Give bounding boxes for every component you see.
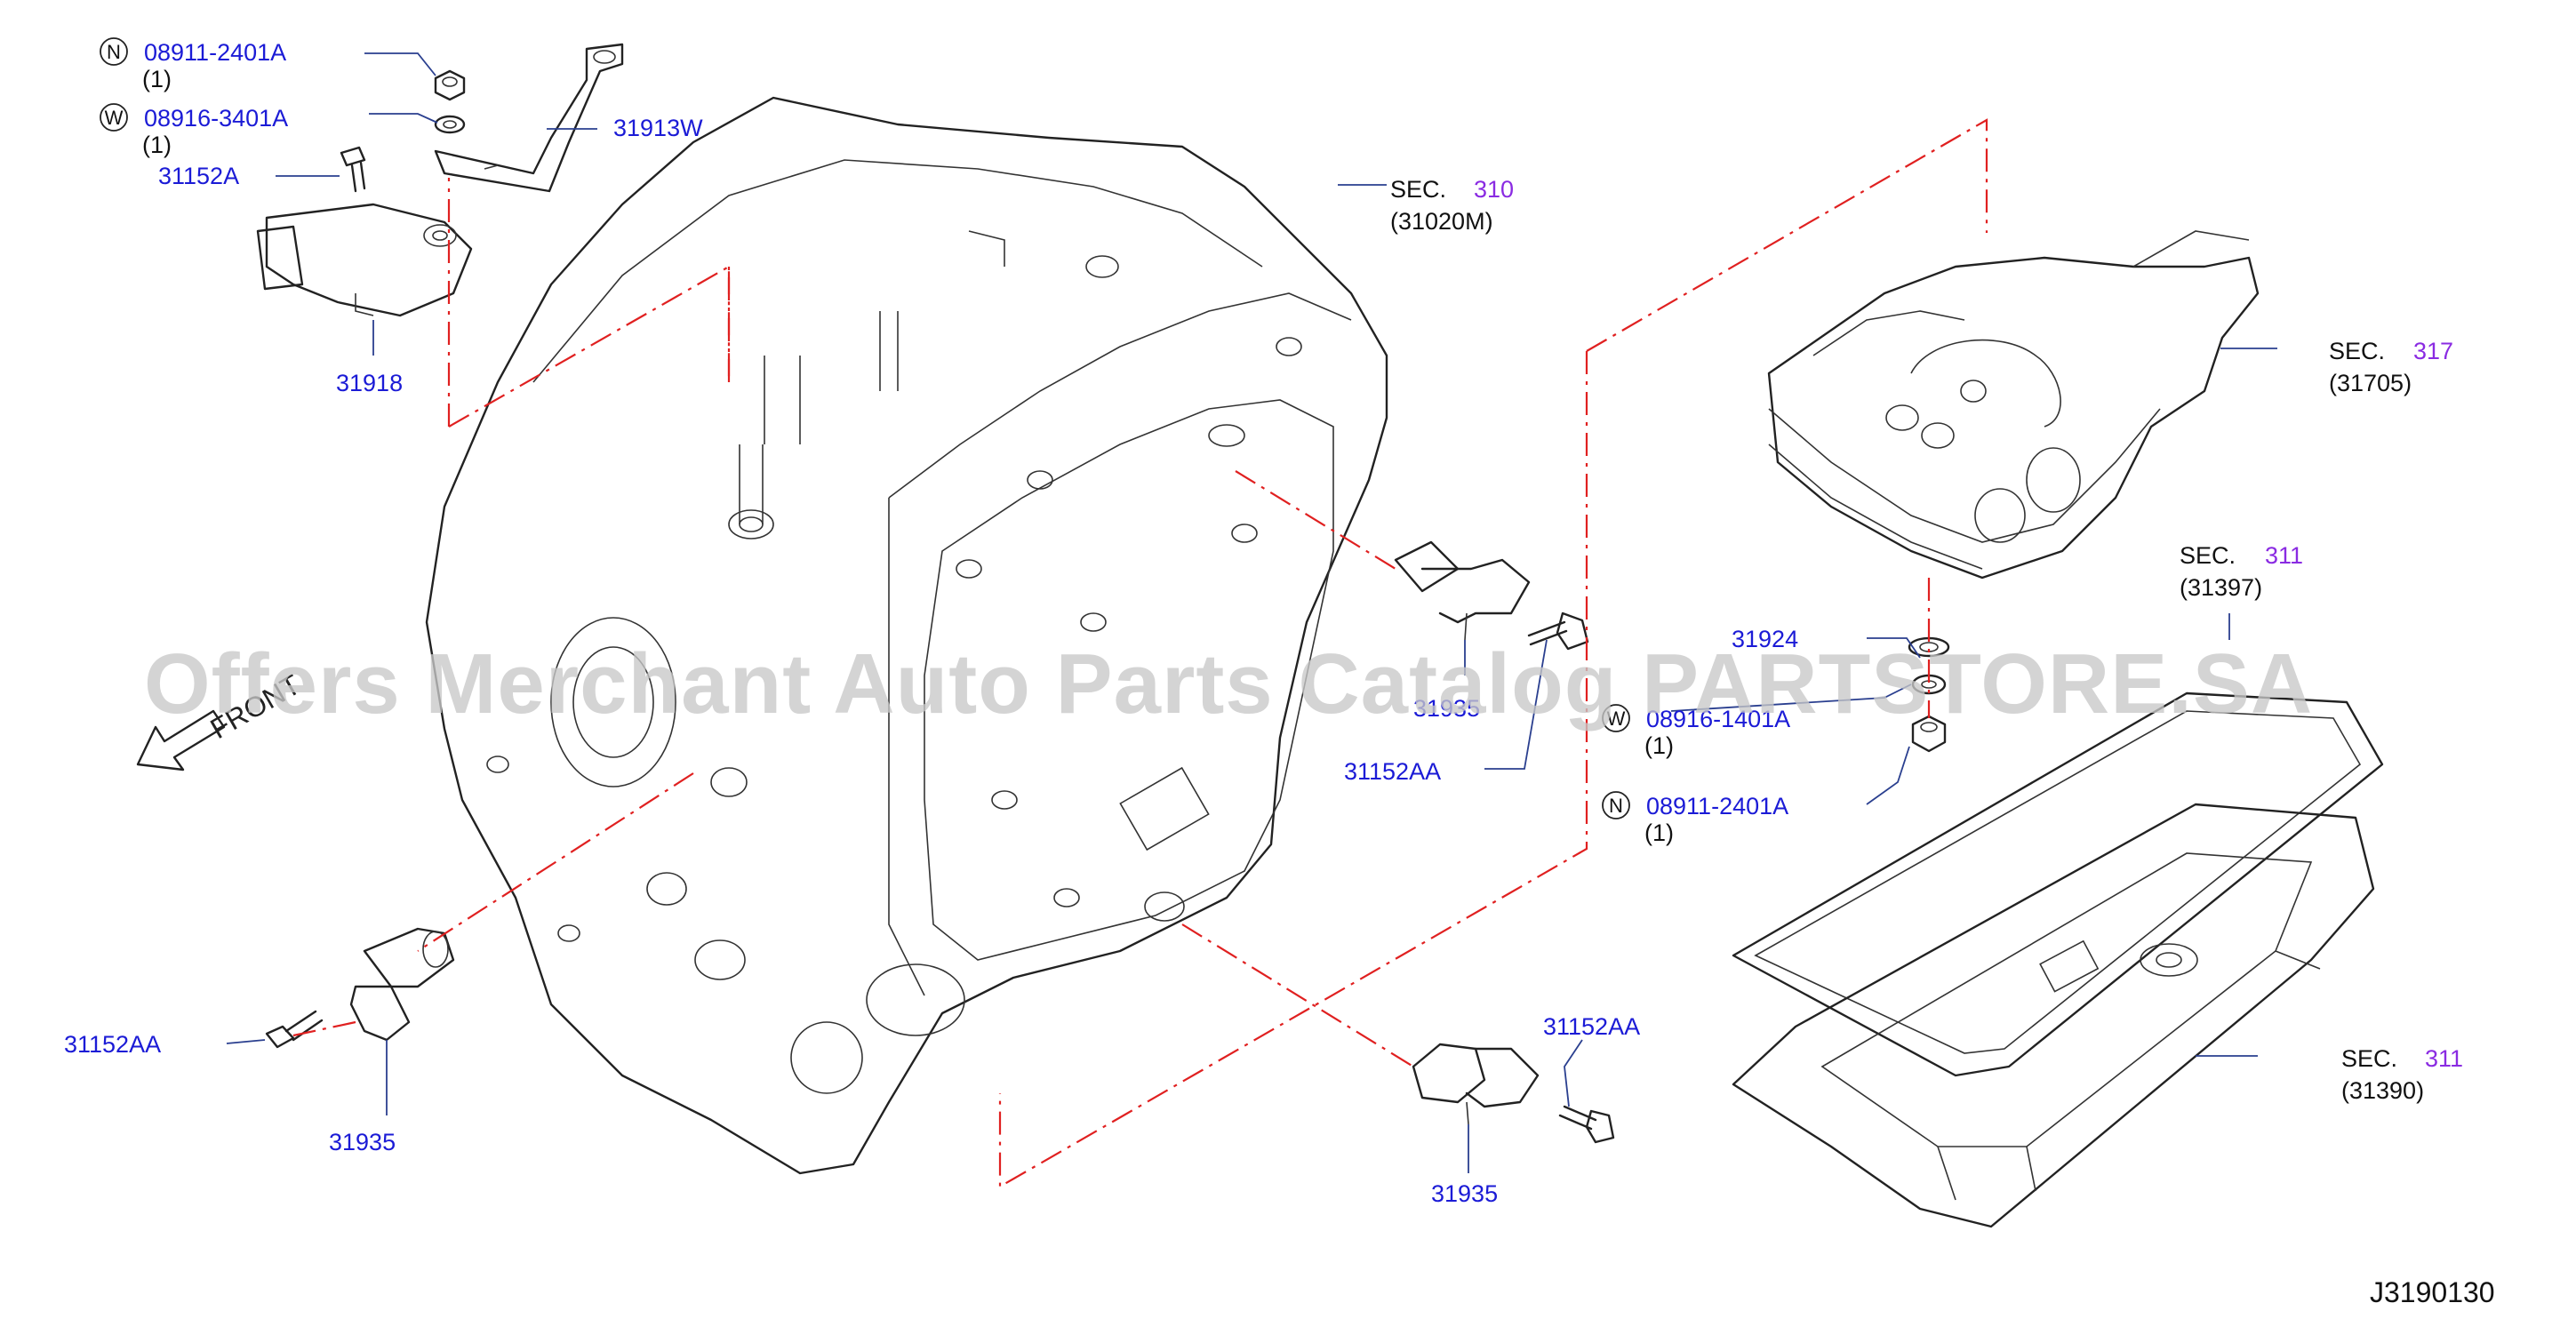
circle-badge — [1602, 791, 1630, 819]
part-number[interactable]: 08911-2401A — [144, 39, 286, 66]
label-bracket[interactable]: 31913W — [613, 115, 703, 141]
leader-lines — [226, 52, 2277, 1173]
label-bolt-bottom[interactable]: 31152AA — [1543, 1013, 1640, 1040]
label-range-switch[interactable]: 31918 — [336, 370, 403, 396]
svg-text:(31390): (31390) — [2341, 1077, 2424, 1104]
oil-pan[interactable] — [1732, 803, 2375, 1228]
label-sensor-bottom[interactable]: 31935 — [1431, 1180, 1498, 1207]
quantity: (1) — [1644, 819, 1674, 846]
diagram-code: J3190130 — [2370, 1276, 2495, 1308]
svg-text:311[interactable]: 311 — [2265, 542, 2303, 569]
fastener-callout-2[interactable]: W 08916-3401A (1) — [100, 103, 288, 158]
svg-text:N: N — [1609, 795, 1623, 817]
svg-text:(31397): (31397) — [2180, 574, 2262, 601]
circle-badge — [100, 103, 128, 132]
circle-badge — [100, 37, 128, 66]
svg-text:W: W — [105, 107, 124, 129]
bolt-top[interactable] — [340, 146, 366, 193]
quantity: (1) — [1644, 732, 1674, 759]
washer-top[interactable] — [434, 115, 466, 134]
svg-text:SEC.: SEC. — [2329, 338, 2385, 364]
bolt-left[interactable] — [265, 1010, 324, 1049]
part-number[interactable]: 08916-1401A — [1646, 706, 1790, 732]
section-ref-311-top[interactable]: SEC. 311 (31397) — [2180, 542, 2303, 601]
svg-text:SEC.: SEC. — [2180, 542, 2236, 569]
fastener-callout-1[interactable]: N 08911-2401A (1) — [100, 37, 286, 92]
quantity: (1) — [142, 66, 172, 92]
phantom-lines — [292, 118, 1988, 1188]
label-seal[interactable]: 31924 — [1732, 626, 1798, 652]
svg-text:310[interactable]: 310 — [1474, 176, 1514, 203]
bolt-bottom[interactable] — [1558, 1105, 1615, 1144]
label-sensor-left[interactable]: 31935 — [329, 1129, 396, 1155]
label-bolt-top[interactable]: 31152A — [158, 163, 239, 189]
section-ref-311-bottom[interactable]: SEC. 311 (31390) — [2341, 1045, 2463, 1104]
bracket[interactable] — [434, 43, 624, 193]
sensor-left[interactable] — [349, 927, 455, 1042]
oil-pan-gasket[interactable] — [1732, 691, 2384, 1077]
label-bolt-right[interactable]: 31152AA — [1344, 758, 1441, 785]
circle-badge — [1602, 704, 1630, 732]
svg-text:SEC.: SEC. — [2341, 1045, 2397, 1072]
nut-top[interactable] — [434, 69, 466, 101]
section-ref-310[interactable]: SEC. 310 (31020M) — [1390, 176, 1514, 235]
transmission-case[interactable] — [425, 96, 1388, 1175]
fastener-callout-4[interactable]: N 08911-2401A (1) — [1602, 791, 1788, 846]
svg-text:SEC.: SEC. — [1390, 176, 1446, 203]
svg-text:311[interactable]: 311 — [2425, 1045, 2463, 1072]
svg-text:317[interactable]: 317 — [2413, 338, 2453, 364]
label-bolt-left[interactable]: 31152AA — [64, 1031, 161, 1058]
sensor-right[interactable] — [1394, 540, 1531, 641]
range-switch[interactable] — [256, 203, 473, 317]
svg-text:N: N — [107, 41, 121, 63]
bolt-right[interactable] — [1527, 612, 1589, 651]
svg-text:W: W — [1607, 707, 1626, 730]
svg-text:(31705): (31705) — [2329, 370, 2412, 396]
label-sensor-right[interactable]: 31935 — [1413, 695, 1480, 722]
part-number[interactable]: 08916-3401A — [144, 105, 288, 132]
svg-text:(31020M): (31020M) — [1390, 208, 1493, 235]
watermark: Offers Merchant Auto Parts Catalog PARTS… — [144, 636, 2313, 731]
fastener-callout-3[interactable]: W 08916-1401A (1) — [1602, 704, 1790, 759]
quantity: (1) — [142, 132, 172, 158]
section-ref-317[interactable]: SEC. 317 (31705) — [2329, 338, 2453, 396]
control-valve-body[interactable] — [1767, 230, 2260, 580]
sensor-bottom[interactable] — [1412, 1043, 1540, 1125]
part-number[interactable]: 08911-2401A — [1646, 793, 1788, 819]
